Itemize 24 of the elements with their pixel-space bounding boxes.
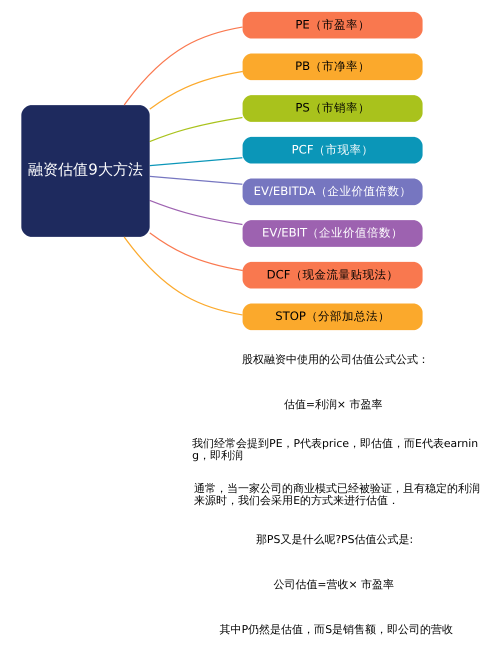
node-box: PE（市盈率） [242,12,422,38]
node-box: PCF（市现率） [242,136,422,164]
node-box: DCF（现金流量贴现法） [242,262,422,288]
label: 公司估值=营收× 市盈率 [272,578,394,591]
label: 股权融资中使用的公司估值公式公式： [242,353,429,366]
label: 其中P仍然是估值，而S是销售额，即公司的营收 [219,623,453,636]
connector [149,176,242,185]
connector [149,157,242,166]
node-box: STOP（分部加总法） [242,304,422,330]
connector [149,116,242,142]
connector [148,232,242,272]
node-box: EV/EBIT（企业价值倍数） [242,220,422,247]
node-box: EV/EBITDA（企业价值倍数） [242,178,422,206]
node-box: PS（市销率） [242,95,422,122]
connector [123,26,242,106]
node-box: 融资估值9大方法 [20,105,150,237]
connector [149,200,242,226]
label: 估值=利润× 市盈率 [283,398,382,411]
connector [148,70,242,110]
label: 我们经常会提到PE，P代表price，即估值，而E代表earning，即利润 [192,437,478,462]
label: 那PS又是什么呢?PS估值公式是: [255,533,413,546]
connector [123,236,242,316]
label: 通常，当一家公司的商业模式已经被验证，且有稳定的利润来源时，我们会采用E的方式来进行估值． [194,482,480,507]
node-box: PB（市净率） [242,54,422,80]
